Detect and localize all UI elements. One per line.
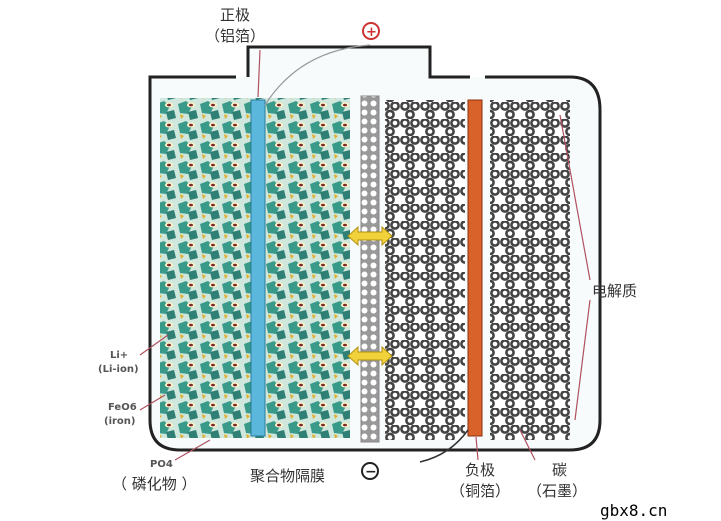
phosphate-sublabel: （ 磷化物 ） <box>112 475 197 493</box>
cathode-collector-aluminum <box>250 99 266 437</box>
anode-wire <box>419 429 469 463</box>
positive-terminal-icon <box>362 22 380 40</box>
anode-graphite-right <box>490 100 570 440</box>
li-ion-label: Li+ <box>110 350 129 361</box>
minus-sign: − <box>365 464 377 480</box>
cathode-sublabel: （铝箔） <box>205 27 266 45</box>
separator-label: 聚合物隔膜 <box>250 467 326 485</box>
watermark: gbx8.cn <box>600 501 668 520</box>
anode-collector-copper <box>467 99 483 437</box>
plus-sign: + <box>366 25 377 40</box>
phosphate-label: PO4 <box>150 459 173 470</box>
iron-label: FeO6 <box>108 402 137 413</box>
li-ion-sublabel: (Li-ion) <box>98 364 139 375</box>
negative-terminal-icon <box>361 462 379 480</box>
li-ion-arrow-1 <box>347 225 393 247</box>
carbon-sublabel: （石墨） <box>527 482 588 500</box>
separator-membrane <box>360 95 380 443</box>
anode-graphite-left <box>385 100 465 440</box>
iron-sublabel: (iron) <box>104 416 136 427</box>
cathode-label: 正极 <box>220 6 251 24</box>
pointer-lines <box>139 49 591 461</box>
li-ion-arrow-2 <box>347 345 393 367</box>
carbon-label: 碳 <box>552 461 568 479</box>
cathode-wire <box>264 44 371 106</box>
anode-label: 负极 <box>465 461 496 479</box>
anode-sublabel: （铜箔） <box>450 482 511 500</box>
electrolyte-label: 电解质 <box>592 282 638 300</box>
